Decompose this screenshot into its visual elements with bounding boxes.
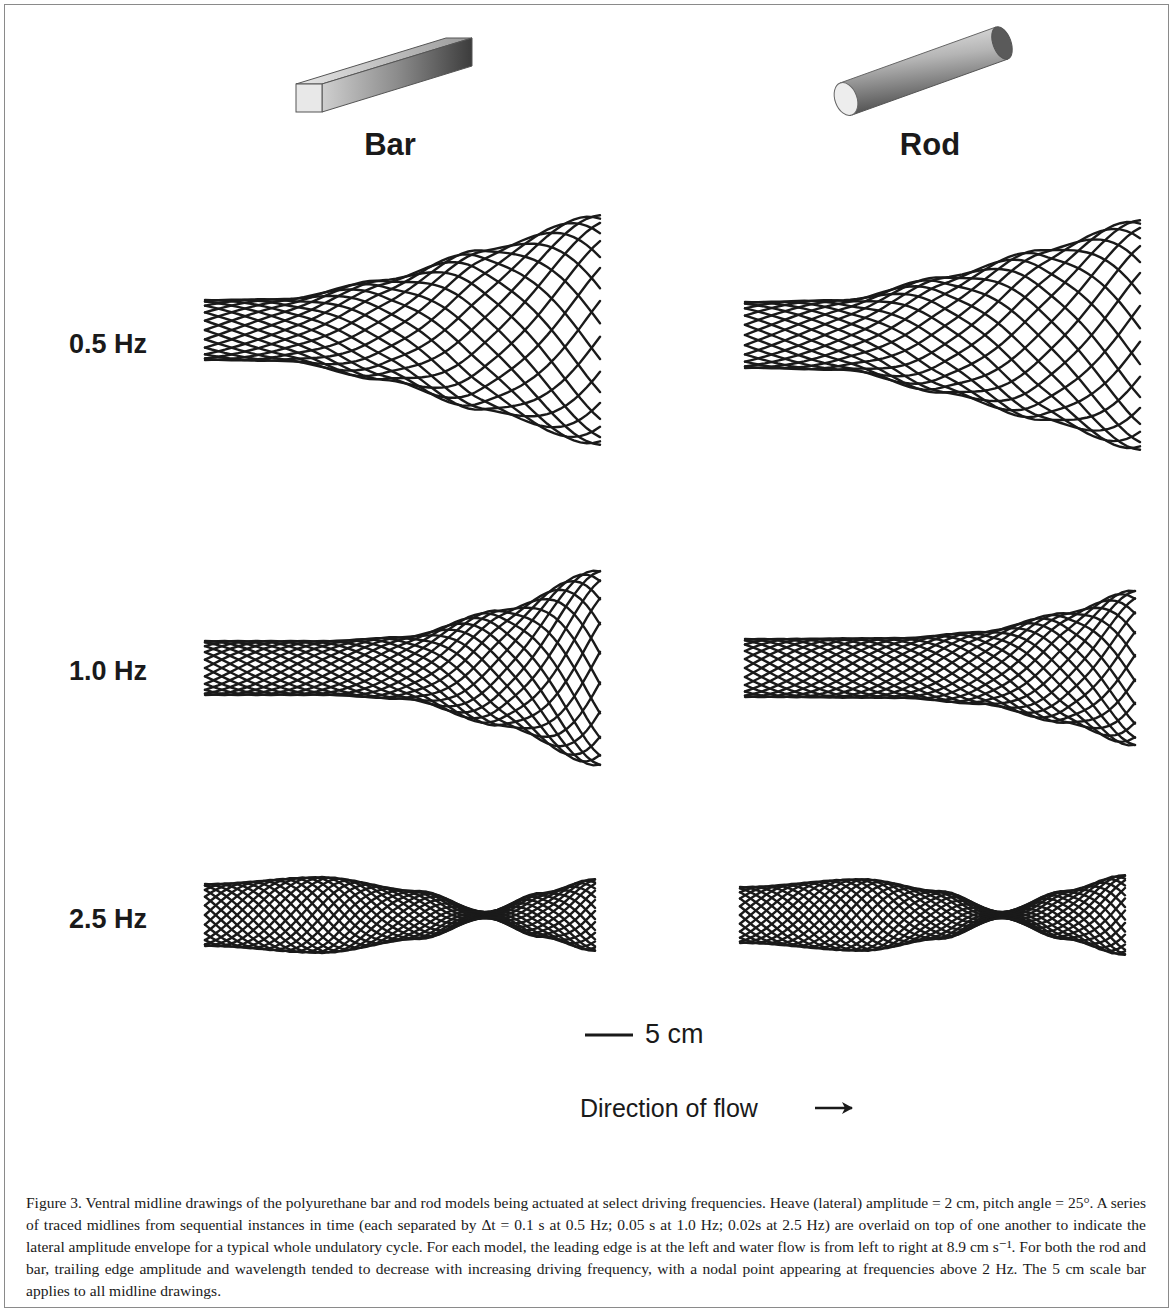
midline-trace xyxy=(205,598,600,723)
midline-trace xyxy=(205,878,595,947)
frequency-label: 0.5 Hz xyxy=(69,329,147,360)
midline-trace xyxy=(205,223,600,364)
midline-trace xyxy=(745,628,1135,738)
midline-trace xyxy=(740,880,1125,942)
midline-trace xyxy=(745,634,1135,742)
column-heading: Bar xyxy=(364,127,416,163)
midline-trace xyxy=(745,250,1140,368)
rod-icon xyxy=(830,24,1016,119)
midline-trace xyxy=(745,277,1140,424)
midline-trace xyxy=(205,262,600,392)
midline-trace xyxy=(205,877,595,946)
midline-trace xyxy=(745,269,1140,397)
midline-trace xyxy=(740,880,1125,944)
midline-trace xyxy=(205,641,600,729)
frequency-label: 2.5 Hz xyxy=(69,904,147,935)
midline-trace xyxy=(205,250,600,360)
midline-trace xyxy=(205,217,600,371)
midline-trace xyxy=(745,246,1140,393)
bar-icon xyxy=(296,38,472,112)
midline-trace xyxy=(205,608,600,696)
midline-trace xyxy=(745,222,1140,376)
midline-trace xyxy=(205,637,600,755)
midline-trace xyxy=(740,880,1125,944)
midline-traces xyxy=(205,215,1140,955)
midline-trace xyxy=(745,260,1140,367)
frequency-label: 1.0 Hz xyxy=(69,656,147,687)
midline-trace xyxy=(745,598,1135,708)
flow-label: Direction of flow xyxy=(580,1094,758,1123)
midline-trace xyxy=(745,304,1140,411)
midline-trace xyxy=(205,879,595,948)
midline-trace xyxy=(205,880,595,948)
midline-trace xyxy=(205,877,595,946)
midline-trace xyxy=(740,879,1125,943)
midline-trace xyxy=(745,632,1135,745)
midline-trace xyxy=(740,879,1125,943)
figure-frame xyxy=(5,5,1169,1308)
scale-label: 5 cm xyxy=(645,1019,704,1050)
midline-trace xyxy=(205,630,600,766)
scale-bar xyxy=(585,1034,633,1037)
midline-trace xyxy=(745,239,1140,369)
midline-trace xyxy=(745,294,1140,448)
flow-arrow xyxy=(815,1107,852,1110)
midline-trace xyxy=(205,244,600,361)
midline-trace xyxy=(205,624,600,765)
midline-trace xyxy=(745,632,1135,718)
midline-trace xyxy=(745,619,1135,705)
column-heading: Rod xyxy=(900,127,960,163)
midline-trace xyxy=(745,633,1135,746)
midline-trace xyxy=(740,879,1125,945)
midline-trace xyxy=(205,635,600,761)
figure-caption: Figure 3. Ventral midline drawings of th… xyxy=(26,1192,1146,1302)
midline-trace xyxy=(205,289,600,443)
midline-trace xyxy=(205,233,600,361)
midline-trace xyxy=(745,638,1135,721)
